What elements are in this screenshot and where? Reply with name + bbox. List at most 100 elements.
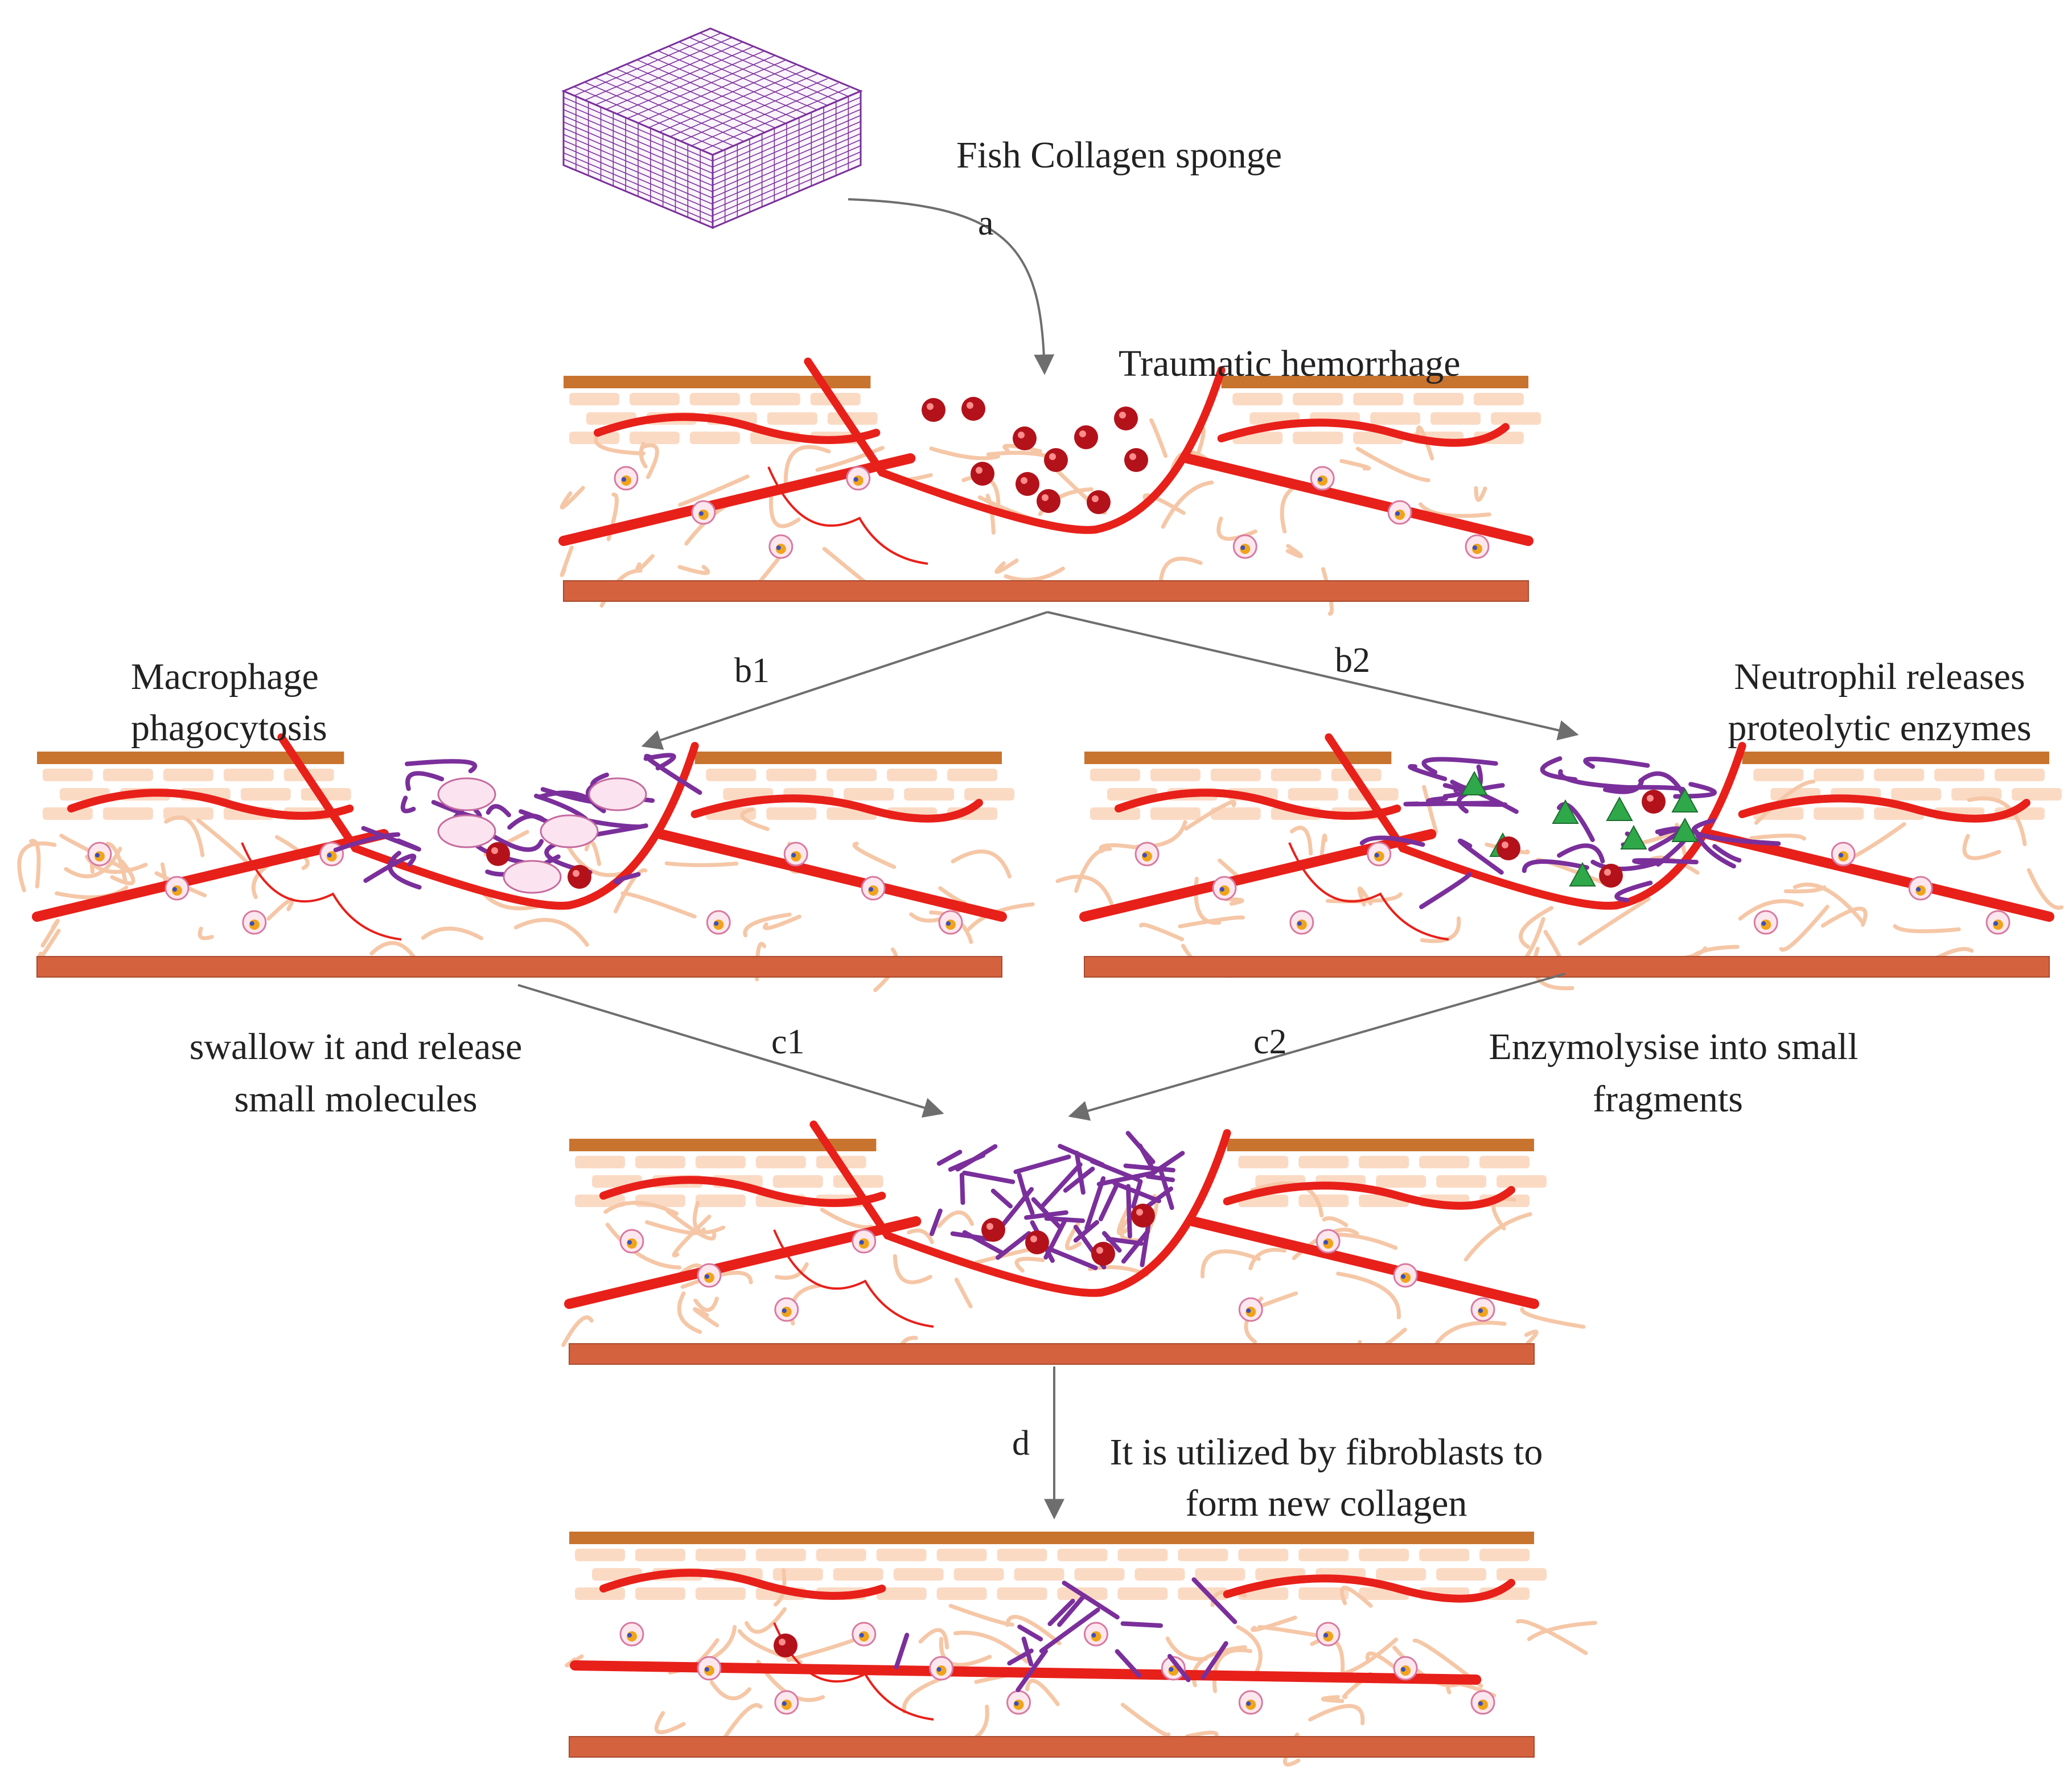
connective-fiber	[1319, 833, 1327, 857]
fibroblast-nucleolus	[936, 1667, 942, 1672]
connective-fiber	[1779, 904, 1830, 952]
dermis-cell	[569, 393, 619, 405]
fibroblast-nucleolus	[1169, 1667, 1174, 1672]
capillary	[767, 466, 928, 565]
collagen-fiber	[1442, 783, 1465, 799]
red-blood-cell	[1091, 1242, 1115, 1266]
label-enzymolysise-line2: fragments	[1593, 1078, 1743, 1120]
connective-fiber	[709, 1680, 751, 1701]
enzyme-icon	[1552, 799, 1579, 824]
fibroblast-nucleolus	[1323, 1633, 1329, 1638]
connective-fiber	[786, 1634, 864, 1663]
connective-fiber	[561, 1315, 594, 1347]
collagen-fragment	[990, 1188, 1013, 1209]
collagen-fragment	[1073, 1220, 1100, 1243]
fibroblast-nucleolus	[172, 887, 177, 892]
connective-fiber	[1185, 1730, 1219, 1739]
red-blood-cell	[961, 397, 985, 421]
dermis-cell	[997, 1587, 1047, 1600]
connective-fiber	[1002, 444, 1042, 453]
arrow-a	[848, 198, 1055, 375]
dermis-cell	[876, 1587, 927, 1600]
connective-fiber	[693, 1307, 720, 1328]
connective-fiber	[1516, 1619, 1588, 1655]
connective-fiber	[677, 1291, 702, 1334]
dermis-cell	[1497, 1568, 1547, 1581]
dermis-cell	[240, 788, 291, 801]
collagen-fiber	[490, 833, 544, 852]
dermis-cell	[1436, 1175, 1487, 1188]
connective-fiber	[719, 1703, 763, 1746]
collagen-fragment	[996, 1187, 1034, 1233]
sponge-grid-line	[700, 32, 849, 97]
new-collagen-fiber	[1017, 1624, 1043, 1642]
fibroblast-nucleolus	[1478, 1308, 1483, 1313]
dermis-cell	[953, 1568, 1004, 1581]
fibroblast-nucleolus	[1323, 1240, 1329, 1245]
collagen-fragment	[1121, 1229, 1150, 1264]
fibroblast-nucleolus	[704, 1667, 709, 1672]
connective-fiber	[584, 840, 602, 866]
connective-fiber	[640, 443, 659, 479]
red-blood-cell	[1074, 425, 1098, 449]
collagen-fiber	[1419, 872, 1472, 909]
blood-vessel	[1703, 829, 2054, 922]
connective-fiber	[196, 818, 251, 868]
blood-vessel	[1182, 453, 1534, 546]
label-neutrophil-line2: proteolytic enzymes	[1728, 707, 2031, 749]
collagen-fragment	[962, 1230, 1005, 1256]
collagen-fragment	[936, 1150, 963, 1166]
label-swallow-line2: small molecules	[234, 1078, 477, 1120]
dermis-cell	[772, 1175, 823, 1188]
blood-cell-highlight	[1647, 795, 1654, 802]
fibroblast-nucleolus	[782, 1308, 787, 1313]
connective-fiber	[1321, 1694, 1345, 1704]
fibroblast-nucleolus	[1761, 921, 1766, 926]
dermis-cell	[1413, 393, 1464, 405]
collagen-fragment	[1074, 1150, 1086, 1195]
connective-fiber	[1524, 1329, 1539, 1345]
connective-fiber	[28, 839, 41, 889]
dermis-cell	[1134, 1568, 1185, 1581]
red-blood-cell	[568, 865, 591, 889]
capillary	[241, 842, 402, 941]
blood-cell-highlight	[967, 402, 973, 409]
blood-vessel	[599, 1176, 886, 1207]
dermis-cell	[766, 807, 817, 820]
connective-fiber	[1519, 906, 1553, 949]
connective-fiber	[421, 926, 483, 941]
connective-fiber	[740, 807, 770, 831]
macrophage-cell	[540, 814, 599, 848]
new-collagen-fiber	[1016, 1648, 1048, 1693]
collagen-fragment	[1096, 1170, 1156, 1187]
collagen-fiber	[1557, 843, 1605, 864]
dermis-cell	[1057, 1549, 1108, 1561]
wound-edge	[277, 733, 699, 910]
blood-vessel	[655, 829, 1007, 922]
dermis-cell	[1298, 1587, 1349, 1600]
dermis-cell	[887, 769, 938, 781]
connective-fiber	[1527, 1620, 1597, 1642]
collagen-fragment	[1125, 1184, 1132, 1239]
dermis-cell	[1271, 769, 1321, 781]
red-blood-cell	[1037, 489, 1060, 513]
blood-vessel	[570, 1660, 1482, 1685]
collagen-fragment	[995, 1231, 1031, 1260]
red-blood-cell	[1599, 864, 1623, 888]
connective-fiber	[994, 558, 1019, 574]
connective-fiber	[1419, 502, 1491, 518]
collagen-fiber	[1359, 835, 1425, 847]
enzyme-icon	[1606, 796, 1633, 821]
arrow-c2	[1068, 972, 1566, 1121]
fibroblast-nucleolus	[859, 1240, 864, 1245]
dermis-cell	[1474, 393, 1524, 405]
label-hemorrhage: Traumatic hemorrhage	[1119, 343, 1461, 384]
dermis-cell	[163, 769, 213, 781]
label-neutrophil-line1: Neutrophil releases	[1734, 656, 2025, 697]
collagen-fiber	[1457, 838, 1504, 875]
new-collagen-fiber	[1167, 1653, 1191, 1682]
blood-vessel	[690, 794, 983, 823]
dermis-cell	[1090, 807, 1140, 820]
connective-fiber	[1749, 834, 1806, 841]
connective-fiber	[1893, 924, 1961, 934]
